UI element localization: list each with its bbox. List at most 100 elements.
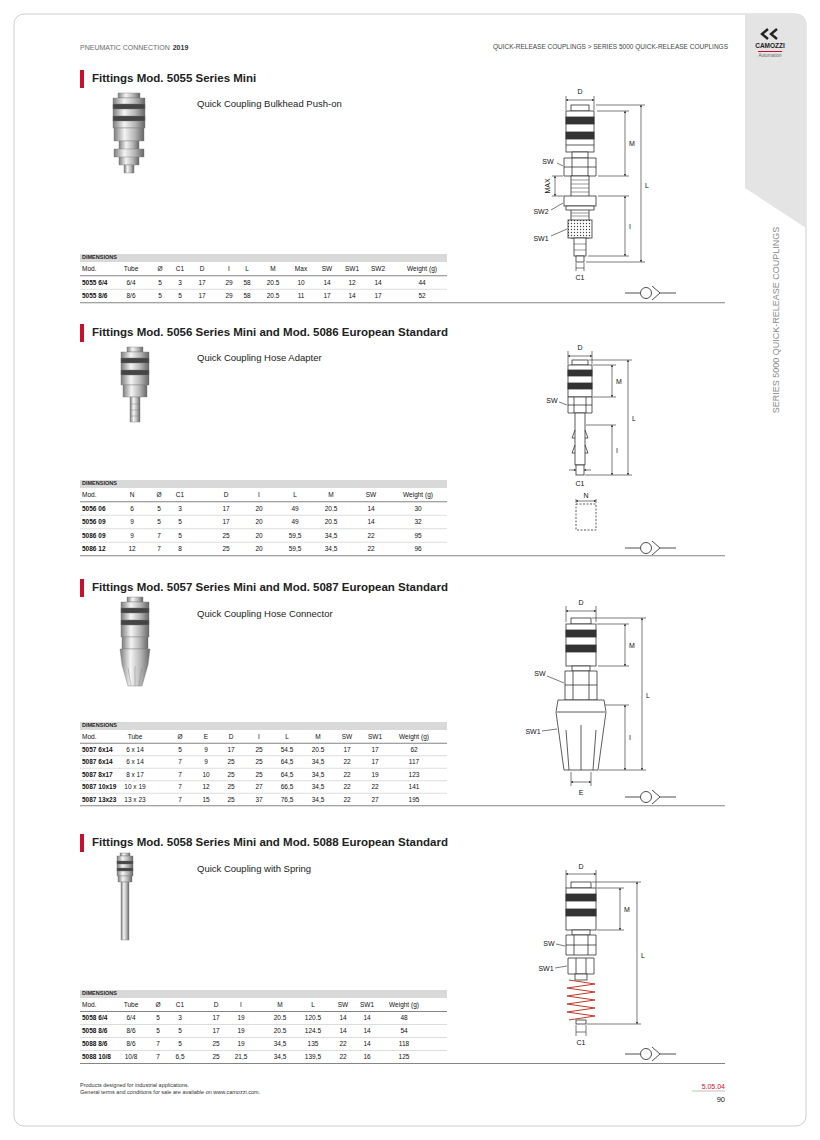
table-rule: [80, 289, 447, 290]
dimension-line: [584, 470, 591, 471]
table-cell: 20.5: [325, 505, 338, 512]
dimension-label: SW2: [533, 208, 548, 215]
table-rule: [80, 768, 447, 769]
table-header-cell: SW: [342, 734, 352, 741]
table-cell: 17: [222, 505, 229, 512]
dimension-label: L: [632, 415, 636, 422]
dimension-line: [571, 772, 591, 786]
table-cell: 25: [255, 746, 262, 753]
product-photo: [121, 882, 129, 940]
dimension-label: D: [577, 344, 582, 351]
table-cell: 34,5: [312, 784, 325, 791]
table-cell: 14: [363, 1015, 370, 1022]
table-cell: 59,5: [289, 546, 302, 553]
dimension-line: [566, 606, 596, 622]
table-cell: 12: [128, 546, 135, 553]
dimension-line: [542, 606, 646, 786]
table-cell: 17: [371, 759, 378, 766]
table-cell: 5: [158, 293, 162, 300]
table-rule: [80, 743, 447, 744]
table-rule: [80, 528, 447, 529]
table-cell: 14: [367, 519, 374, 526]
valve-symbol: [641, 1049, 652, 1060]
table-cell: 5: [178, 532, 182, 539]
table-cell: 10: [202, 771, 209, 778]
product-photo: [114, 128, 144, 141]
table-rule: [80, 542, 447, 543]
table-cell: 54: [400, 1028, 407, 1035]
dimension-label: D: [578, 863, 583, 870]
dimension-line: [628, 360, 629, 475]
dimension-label: SW1: [533, 235, 548, 242]
hose-adapter-drawing: [568, 370, 592, 376]
table-header-cell: Tube: [124, 266, 139, 273]
table-cell: 5087 8x17: [82, 771, 113, 778]
table-cell: 118: [399, 1041, 409, 1048]
table-cell: 7: [156, 1041, 160, 1048]
table-header-cell: L: [285, 734, 289, 741]
table-header-cell: I: [228, 266, 230, 273]
hose-connector-drawing: [556, 700, 606, 770]
table-header-cell: Max: [295, 266, 307, 273]
table-cell: 22: [343, 759, 350, 766]
valve-symbol: [625, 286, 676, 300]
section-heading: Fittings Mod. 5056 Series Mini and Mod. …: [92, 327, 448, 339]
table-cell: 25: [255, 771, 262, 778]
product-photo: [121, 620, 149, 625]
dimension-line: [551, 163, 567, 236]
hose-connector-drawing: [566, 624, 596, 666]
valve-symbol: [652, 790, 676, 804]
table-cell: 124.5: [305, 1028, 321, 1035]
product-photo: [121, 608, 149, 613]
spring-coupling-drawing: [576, 1020, 586, 1024]
hose-connector-drawing: [565, 671, 597, 700]
table-header-cell: L: [311, 1002, 315, 1009]
brand-logo: [771, 29, 777, 39]
product-photo: [130, 397, 140, 422]
product-photo: [113, 93, 145, 173]
table-cell: 58: [243, 293, 250, 300]
hose-adapter-drawing: [576, 504, 596, 530]
product-photo: [117, 868, 133, 871]
table-cell: 9: [204, 759, 208, 766]
section-marker: [80, 70, 84, 88]
product-photo: [114, 149, 144, 157]
side-tab: [745, 14, 806, 228]
table-cell: 22: [367, 532, 374, 539]
table-header-cell: M: [270, 266, 275, 273]
table-cell: 125: [399, 1054, 410, 1061]
valve-symbol: [625, 790, 676, 804]
table-cell: 15: [202, 796, 209, 803]
table-cell: 32: [414, 519, 421, 526]
table-header-cell: D: [229, 734, 234, 741]
table-cell: 64,5: [281, 759, 294, 766]
dimension-line: [568, 351, 592, 364]
product-subtitle: Quick Coupling Hose Adapter: [197, 353, 322, 363]
spring-coupling-drawing: [566, 888, 596, 930]
table-cell: 5087 13x23: [82, 796, 116, 803]
table-cell: 14: [339, 1028, 346, 1035]
bulkhead-coupling-drawing: [568, 220, 592, 238]
dimension-line: [625, 196, 626, 256]
dimension-line: [571, 782, 591, 783]
table-cell: 22: [339, 1041, 346, 1048]
table-cell: 21,5: [235, 1054, 248, 1061]
dimension-label: SW: [534, 670, 545, 677]
spring-coupling-drawing: [575, 974, 587, 980]
table-header-cell: Weight (g): [399, 734, 429, 741]
brand-logo: [758, 51, 782, 52]
table-cell: 95: [414, 532, 421, 539]
table-rule: [80, 780, 447, 781]
table-cell: 14: [339, 1015, 346, 1022]
table-cell: 22: [343, 771, 350, 778]
table-cell: 34,5: [325, 546, 338, 553]
table-cell: 17: [371, 746, 378, 753]
table-cell: 5087 6x14: [82, 759, 113, 766]
table-header-cell: C1: [176, 266, 184, 273]
table-cell: 48: [400, 1015, 407, 1022]
table-header-cell: D: [214, 1002, 219, 1009]
table-cell: 27: [255, 784, 262, 791]
table-rule: [80, 275, 447, 276]
footer-rule: [692, 1091, 725, 1092]
hose-connector-drawing: [557, 712, 605, 770]
